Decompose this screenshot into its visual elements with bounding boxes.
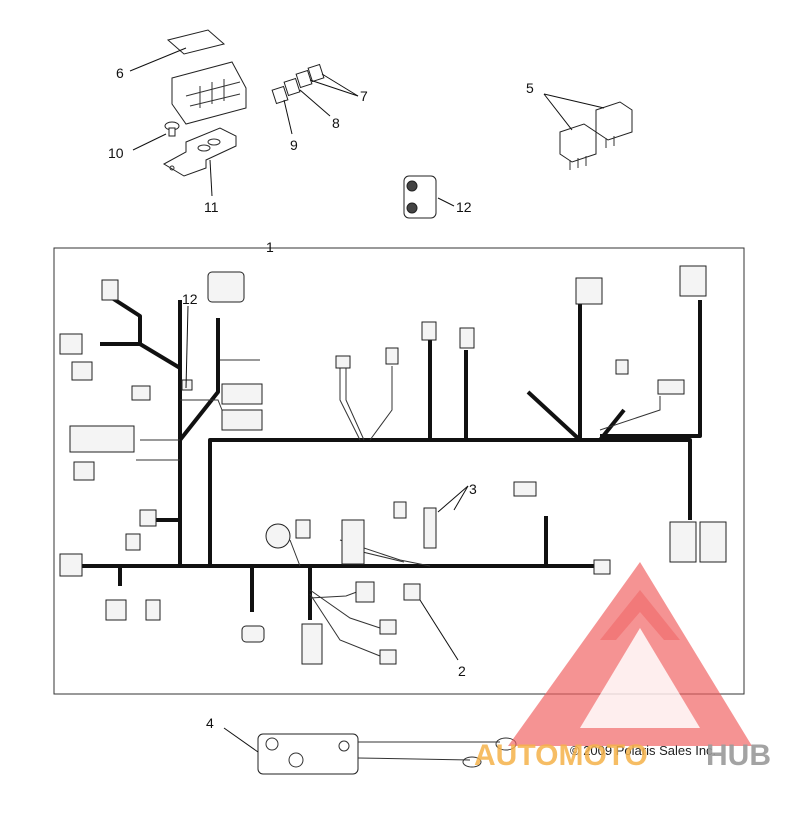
part-1-main-harness — [59, 265, 727, 665]
watermark-triangle-inner — [580, 628, 700, 728]
callout-9: 9 — [290, 137, 298, 153]
part-12-circuit-breaker — [403, 175, 437, 219]
callout-2: 2 — [458, 663, 466, 679]
watermark-text-automoto: AUTOMOTO — [474, 739, 648, 772]
watermark-logo — [508, 562, 752, 746]
copyright-text: © 2009 Polaris Sales Inc. — [570, 743, 716, 758]
callout-8: 8 — [332, 115, 340, 131]
callout-12-breaker: 12 — [456, 199, 472, 215]
callout-5: 5 — [526, 80, 534, 96]
callout-4: 4 — [206, 715, 214, 731]
part-11-bracket — [162, 127, 237, 177]
part-7-8-9-fuses — [271, 63, 325, 105]
watermark-m-shape — [600, 590, 680, 640]
part-6-fuse-box-cover — [166, 29, 247, 125]
callout-7: 7 — [360, 88, 368, 104]
watermark-text-hub: HUB — [706, 739, 771, 772]
part-10-screw — [164, 121, 180, 137]
callout-6: 6 — [116, 65, 124, 81]
callout-11: 11 — [204, 199, 219, 215]
callout-1: 1 — [266, 239, 274, 255]
part-5-relays — [559, 101, 633, 170]
callout-10: 10 — [108, 145, 124, 161]
callout-12-harness: 12 — [182, 291, 198, 307]
harness-frame — [53, 247, 745, 695]
part-4-ground-cable — [257, 733, 517, 775]
callout-3: 3 — [469, 481, 477, 497]
